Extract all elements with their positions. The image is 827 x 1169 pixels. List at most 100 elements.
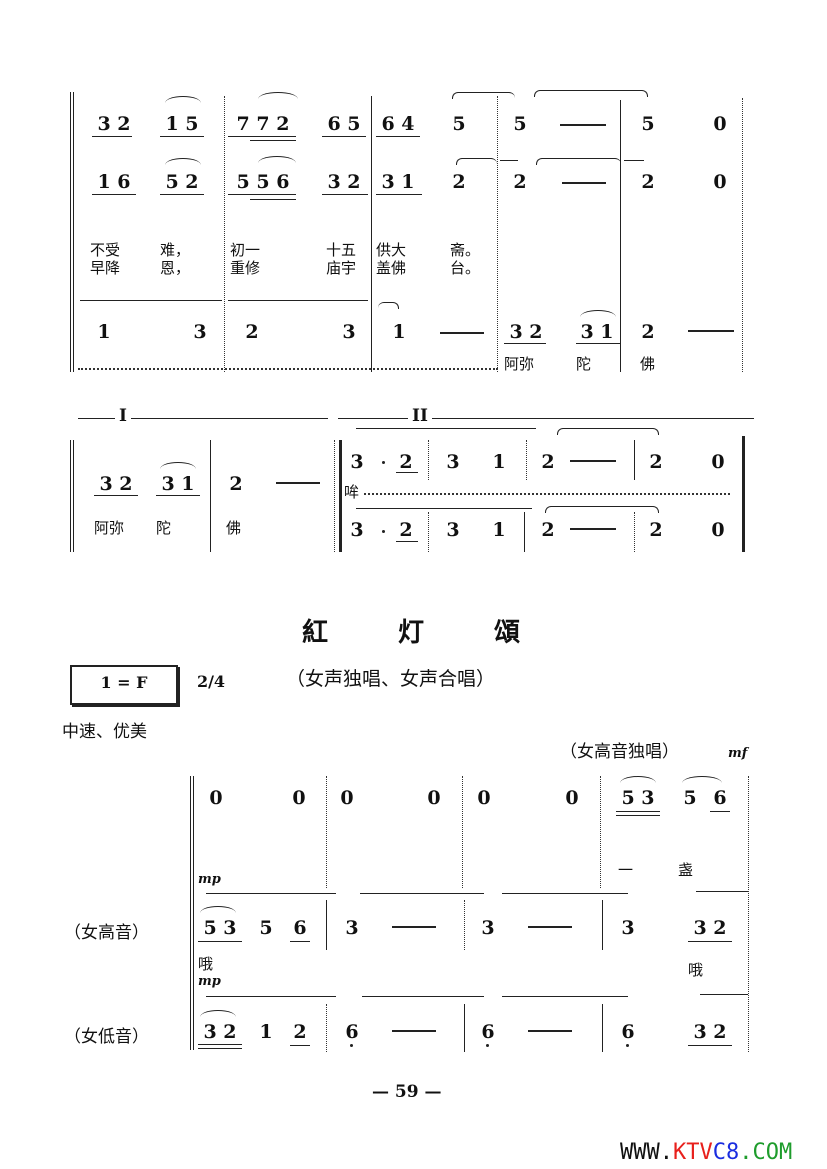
note-group: 1 6 bbox=[97, 171, 131, 193]
tie bbox=[356, 428, 536, 429]
note: 2 bbox=[641, 171, 655, 193]
tie-continuation bbox=[500, 160, 518, 161]
underline bbox=[228, 194, 296, 195]
note-group: 5 3 bbox=[203, 917, 237, 939]
dash bbox=[528, 1030, 572, 1032]
voice-label-soprano: （女高音） bbox=[64, 923, 149, 943]
note-group: 3 2 bbox=[203, 1021, 237, 1043]
slur bbox=[160, 462, 196, 469]
tie bbox=[206, 893, 336, 894]
section-label-II: II bbox=[408, 406, 432, 426]
slur bbox=[165, 96, 201, 103]
barline bbox=[602, 1004, 603, 1052]
slur bbox=[620, 776, 656, 783]
note: 6 bbox=[481, 1021, 495, 1043]
note: 2 bbox=[452, 171, 466, 193]
note-group: 5 5 6 bbox=[236, 171, 290, 193]
underline bbox=[160, 194, 204, 195]
note: 3 bbox=[446, 451, 460, 473]
tie bbox=[545, 506, 659, 513]
note: 2 bbox=[649, 519, 663, 541]
staff-separator bbox=[80, 300, 222, 301]
system-brace bbox=[190, 776, 194, 1050]
underline bbox=[616, 815, 660, 816]
note: 3 bbox=[350, 519, 364, 541]
lyric: 阿弥 bbox=[94, 519, 125, 537]
underline bbox=[688, 941, 732, 942]
note: 3 bbox=[193, 321, 207, 343]
dash bbox=[688, 330, 734, 332]
note: 2 bbox=[541, 519, 555, 541]
note-group: 3 2 bbox=[693, 1021, 727, 1043]
lyric: 供大 bbox=[376, 241, 407, 259]
watermark-c8: C8 bbox=[712, 1140, 740, 1165]
note: 5 bbox=[683, 787, 697, 809]
staff-separator bbox=[228, 300, 368, 301]
barline bbox=[326, 1004, 327, 1052]
underline bbox=[504, 343, 546, 344]
underline bbox=[156, 495, 200, 496]
tie bbox=[536, 158, 621, 165]
underline bbox=[710, 811, 730, 812]
dash bbox=[560, 124, 606, 126]
barline bbox=[634, 512, 635, 552]
voice-label-alto: （女低音） bbox=[64, 1027, 149, 1047]
barline bbox=[602, 900, 603, 950]
note-group: 3 2 bbox=[327, 171, 361, 193]
note-group: 3 2 bbox=[99, 473, 133, 495]
dynamic-mf: mf bbox=[728, 746, 748, 761]
note: 5 bbox=[452, 113, 466, 135]
underline bbox=[94, 495, 138, 496]
barline bbox=[620, 100, 621, 372]
lyric: 重修 bbox=[230, 259, 261, 277]
song-subtitle: （女声独唱、女声合唱） bbox=[286, 668, 496, 690]
underline bbox=[198, 1044, 242, 1045]
note: 1 bbox=[97, 321, 111, 343]
rest: 0 bbox=[477, 787, 491, 809]
slur bbox=[200, 906, 236, 913]
tie bbox=[356, 508, 532, 509]
note-group: 3 2 bbox=[693, 917, 727, 939]
barline bbox=[526, 440, 527, 480]
note: 5 bbox=[513, 113, 527, 135]
note-group: 3 1 bbox=[381, 171, 415, 193]
low-octave-dot bbox=[350, 1044, 353, 1047]
barline bbox=[224, 96, 225, 372]
note: 2 bbox=[399, 451, 413, 473]
low-octave-dot bbox=[626, 1044, 629, 1047]
note: 2 bbox=[229, 473, 243, 495]
barline bbox=[210, 440, 211, 552]
note: 3 bbox=[350, 451, 364, 473]
dash bbox=[392, 926, 436, 928]
song-title-char: 灯 bbox=[398, 618, 425, 648]
song-title-char: 紅 bbox=[302, 618, 329, 648]
dash bbox=[276, 482, 320, 484]
note-group: 7 7 2 bbox=[236, 113, 290, 135]
underline bbox=[92, 136, 132, 137]
note: 6 bbox=[621, 1021, 635, 1043]
slur bbox=[200, 1010, 236, 1017]
rest: 0 bbox=[427, 787, 441, 809]
dash bbox=[440, 332, 484, 334]
note: 6 bbox=[293, 917, 307, 939]
lyric: 斋。 bbox=[450, 241, 481, 259]
underline bbox=[576, 343, 620, 344]
note-group: 3 1 bbox=[580, 321, 614, 343]
barline bbox=[464, 900, 465, 950]
time-signature: 2/4 bbox=[196, 672, 226, 691]
underline bbox=[228, 136, 296, 137]
dash bbox=[562, 182, 606, 184]
barline bbox=[464, 1004, 465, 1052]
note: 1 bbox=[492, 451, 506, 473]
underline bbox=[396, 541, 418, 542]
tie bbox=[456, 158, 497, 165]
watermark: WWW.KTVC8.COM bbox=[620, 1140, 792, 1165]
note-group: 3 2 bbox=[509, 321, 543, 343]
watermark-suffix: .COM bbox=[739, 1140, 793, 1165]
barline bbox=[371, 96, 372, 372]
note: 3 bbox=[621, 917, 635, 939]
rest: 0 bbox=[209, 787, 223, 809]
note-group: 6 4 bbox=[381, 113, 415, 135]
slur bbox=[258, 156, 296, 163]
low-octave-dot bbox=[486, 1044, 489, 1047]
